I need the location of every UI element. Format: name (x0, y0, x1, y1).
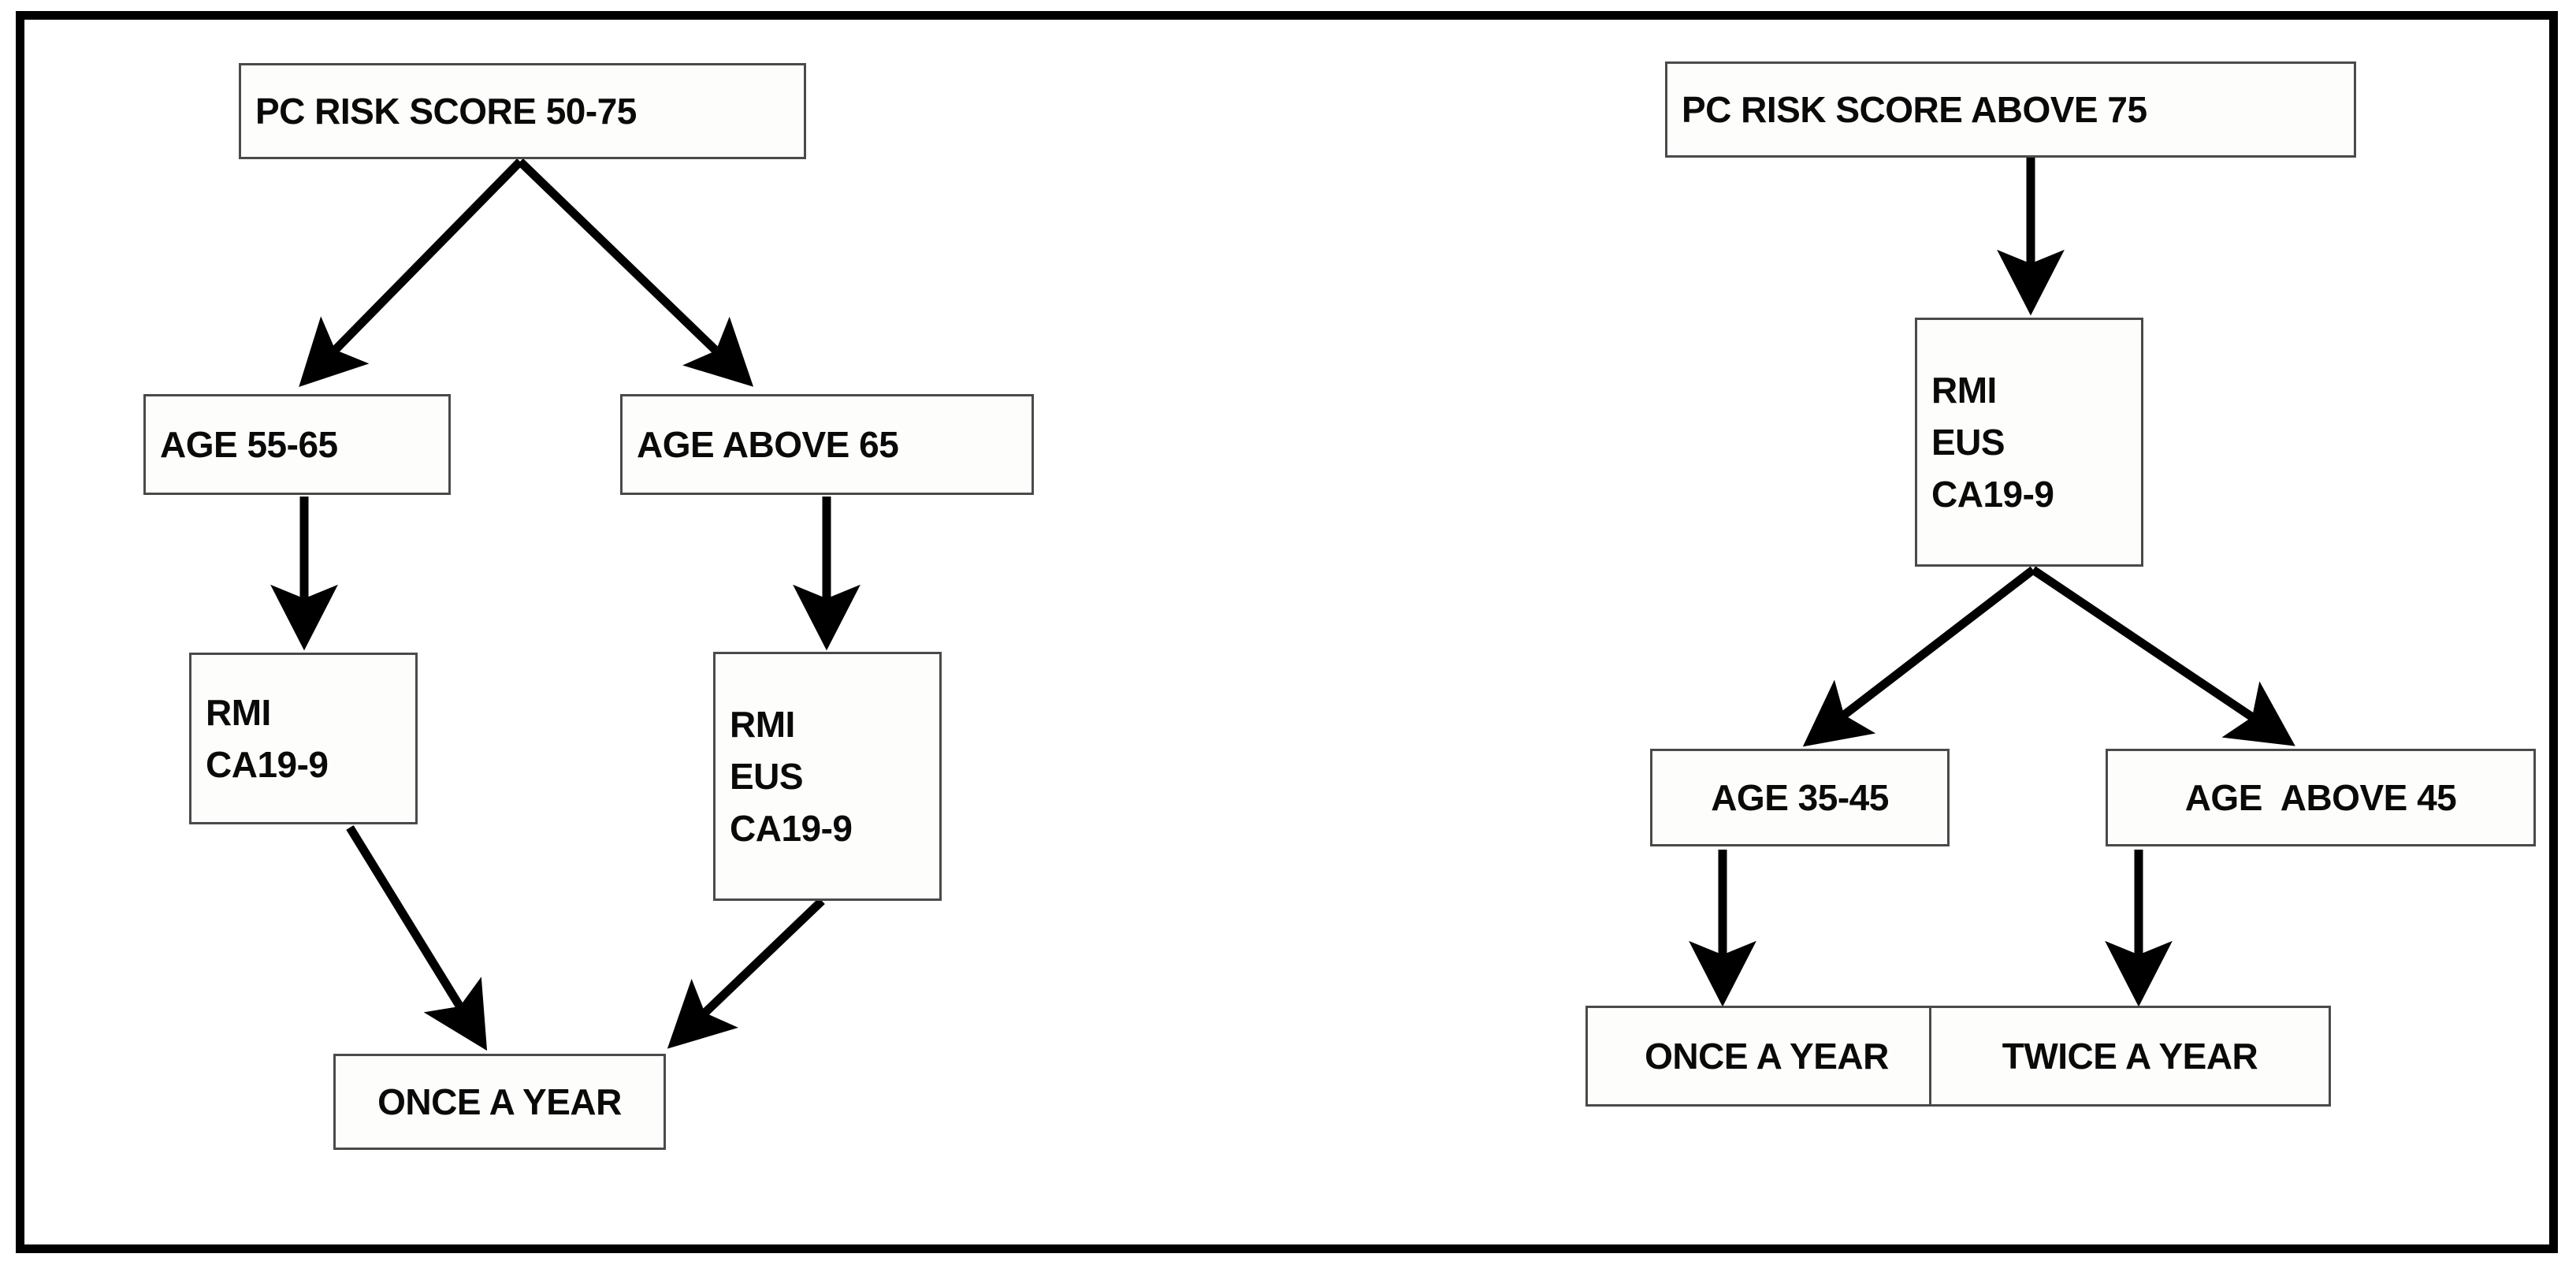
node-age-above-45[interactable]: AGE ABOVE 45 (2106, 749, 2536, 846)
node-label: TWICE A YEAR (2002, 1035, 2258, 1077)
node-label: AGE 35-45 (1711, 776, 1889, 818)
node-label-line-2: CA19-9 (206, 744, 329, 785)
node-label-line-1: RMI (1931, 369, 1997, 411)
node-age-55-65[interactable]: AGE 55-65 (143, 394, 451, 495)
node-label-line-1: RMI (730, 703, 795, 745)
node-once-a-year-right[interactable]: ONCE A YEAR (1585, 1006, 1948, 1107)
node-once-a-year-left[interactable]: ONCE A YEAR (333, 1054, 666, 1150)
node-rmi-eus-ca19-9-right[interactable]: RMI EUS CA19-9 (1915, 318, 2143, 567)
node-pc-risk-score-50-75[interactable]: PC RISK SCORE 50-75 (239, 63, 806, 159)
node-label-line-3: CA19-9 (730, 808, 853, 850)
node-label: PC RISK SCORE ABOVE 75 (1682, 88, 2147, 130)
node-label: PC RISK SCORE 50-75 (255, 90, 637, 132)
node-label-line-2: EUS (1931, 421, 2005, 463)
node-twice-a-year[interactable]: TWICE A YEAR (1929, 1006, 2331, 1107)
node-age-35-45[interactable]: AGE 35-45 (1650, 749, 1950, 846)
node-label-line-2: EUS (730, 755, 804, 797)
node-age-above-65[interactable]: AGE ABOVE 65 (620, 394, 1034, 495)
node-label-line-1: RMI (206, 691, 271, 733)
node-label: ONCE A YEAR (377, 1081, 622, 1122)
node-pc-risk-score-above-75[interactable]: PC RISK SCORE ABOVE 75 (1665, 61, 2356, 158)
node-label: AGE ABOVE 45 (2184, 776, 2457, 818)
node-label: ONCE A YEAR (1645, 1035, 1889, 1077)
node-label: AGE 55-65 (160, 423, 338, 465)
node-label: AGE ABOVE 65 (637, 423, 899, 465)
node-label-line-3: CA19-9 (1931, 474, 2054, 515)
node-rmi-eus-ca19-9-left[interactable]: RMI EUS CA19-9 (713, 652, 942, 901)
node-rmi-ca19-9-left[interactable]: RMI CA19-9 (189, 653, 418, 824)
